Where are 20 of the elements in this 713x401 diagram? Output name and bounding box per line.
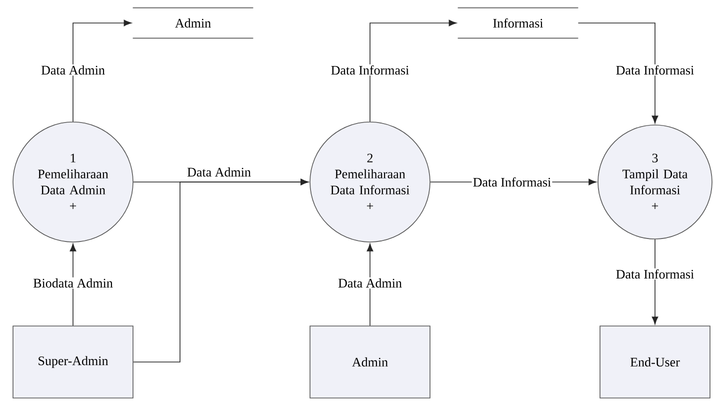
arrow	[72, 20, 132, 122]
arrow	[366, 244, 374, 326]
arrow	[133, 178, 308, 362]
entity-box: Super-Admin	[12, 326, 134, 398]
edge-label: Data Informasi	[614, 64, 696, 76]
arrow	[370, 20, 457, 122]
edge-label: Data Admin	[40, 64, 106, 76]
edge-label: Data Informasi	[330, 64, 410, 76]
edge-label: Data Informasi	[472, 176, 552, 188]
arrow	[578, 22, 658, 124]
edge-label: Data Admin	[186, 166, 252, 178]
edge-label: Biodata Admin	[32, 277, 114, 289]
edge-label: Data Admin	[337, 277, 403, 289]
arrow	[70, 244, 76, 326]
data-store: Admin	[132, 7, 254, 39]
data-store: Informasi	[457, 7, 579, 39]
entity-box: End-User	[600, 326, 710, 398]
edge-label: Data Informasi	[614, 268, 696, 280]
entity-box: Admin	[310, 326, 430, 398]
arrow	[652, 239, 658, 324]
